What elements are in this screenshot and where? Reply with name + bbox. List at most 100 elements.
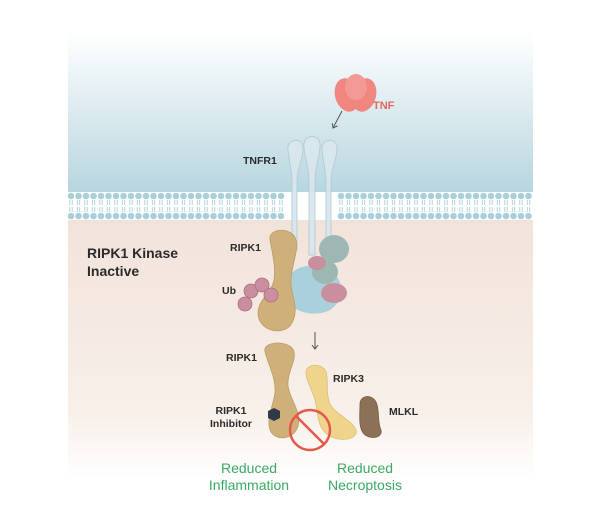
lipid-head — [382, 192, 390, 200]
lipid-tail — [264, 200, 268, 205]
lipid-head — [517, 192, 525, 200]
lipid-tail — [384, 200, 388, 205]
lipid-head — [232, 212, 240, 220]
lipid-tail — [361, 200, 366, 205]
lipid-head — [127, 212, 135, 220]
lipid-head — [495, 192, 502, 200]
lipid-tail — [219, 200, 223, 205]
lipid-head — [435, 192, 442, 200]
lipid-tail — [76, 200, 81, 205]
lipid-head — [405, 192, 412, 200]
lipid-head — [510, 192, 517, 200]
lipid-head — [457, 192, 465, 200]
lipid-tail — [504, 200, 508, 205]
lipid-head — [187, 212, 195, 220]
lipid-head — [255, 192, 262, 200]
lipid-head — [502, 212, 510, 220]
lipid-head — [367, 212, 375, 220]
outcome-necroptosis: Reduced Necroptosis — [295, 460, 435, 494]
lipid-tail — [406, 200, 411, 205]
lipid-head — [90, 212, 97, 220]
lipid-tail — [211, 207, 216, 212]
tnf-binding-arrow — [333, 110, 343, 128]
lipid-head — [172, 192, 180, 200]
lipid-head — [352, 212, 360, 220]
lipid-tail — [414, 207, 418, 212]
lipid-tail — [519, 207, 523, 212]
lipid-head — [225, 192, 232, 200]
lipid-tail — [496, 207, 501, 212]
lipid-tail — [189, 207, 193, 212]
lipid-tail — [181, 207, 186, 212]
lipid-tail — [489, 200, 493, 205]
lipid-head — [112, 192, 120, 200]
inhibitor-label: RIPK1 Inhibitor — [210, 405, 252, 431]
lipid-tail — [76, 207, 81, 212]
lipid-head — [262, 212, 270, 220]
lipid-head — [112, 212, 120, 220]
lipid-tail — [99, 207, 103, 212]
outcome-necroptosis-line-1: Reduced — [336, 460, 394, 476]
lipid-head — [420, 192, 427, 200]
ripk1-bottom-label: RIPK1 — [226, 352, 257, 364]
lipid-head — [360, 192, 367, 200]
lipid-head — [172, 212, 180, 220]
lipid-tail — [451, 200, 456, 205]
lipid-tail — [354, 207, 358, 212]
lipid-head — [262, 192, 270, 200]
lipid-head — [247, 212, 255, 220]
lipid-head — [210, 192, 217, 200]
lipid-tail — [106, 200, 111, 205]
lipid-tail — [399, 200, 403, 205]
lipid-head — [150, 192, 157, 200]
outcome-inflammation-line-2: Inflammation — [208, 477, 290, 493]
lipid-head — [135, 192, 142, 200]
lipid-tail — [219, 207, 223, 212]
lipid-head — [270, 212, 277, 220]
lipid-head — [277, 192, 285, 200]
no-sign-icon — [288, 408, 332, 452]
lipid-tail — [144, 207, 148, 212]
lipid-tail — [256, 200, 261, 205]
lipid-tail — [279, 200, 283, 205]
lipid-head — [450, 192, 457, 200]
lipid-tail — [189, 200, 193, 205]
lipid-tail — [181, 200, 186, 205]
lipid-tail — [106, 207, 111, 212]
lipid-head — [465, 192, 472, 200]
lipid-tail — [361, 207, 366, 212]
outcome-necroptosis-line-2: Necroptosis — [328, 477, 402, 493]
lipid-head — [120, 192, 127, 200]
ripk1-top-label: RIPK1 — [230, 242, 261, 254]
lipid-tail — [121, 200, 126, 205]
lipid-head — [457, 212, 465, 220]
lipid-head — [375, 192, 382, 200]
lipid-head — [510, 212, 517, 220]
lipid-tail — [234, 207, 238, 212]
lipid-head — [105, 212, 112, 220]
lipid-head — [495, 212, 502, 220]
lipid-head — [120, 212, 127, 220]
lipid-tail — [369, 207, 373, 212]
lipid-head — [165, 192, 172, 200]
lipid-tail — [129, 200, 133, 205]
lipid-tail — [136, 207, 141, 212]
lipid-head — [427, 212, 435, 220]
lipid-head — [180, 212, 187, 220]
lipid-head — [442, 192, 450, 200]
inhibitor-label-line-1: RIPK1 — [215, 405, 247, 417]
lipid-tail — [339, 207, 343, 212]
lipid-head — [217, 212, 225, 220]
lipid-tail — [384, 207, 388, 212]
lipid-head — [187, 192, 195, 200]
lipid-tail — [196, 207, 201, 212]
lipid-tail — [519, 200, 523, 205]
lipid-head — [255, 212, 262, 220]
lipid-head — [247, 192, 255, 200]
lipid-head — [217, 192, 225, 200]
lipid-tail — [526, 207, 531, 212]
lipid-head — [67, 192, 75, 200]
lipid-tail — [234, 200, 238, 205]
tnf-ligand — [334, 74, 377, 112]
